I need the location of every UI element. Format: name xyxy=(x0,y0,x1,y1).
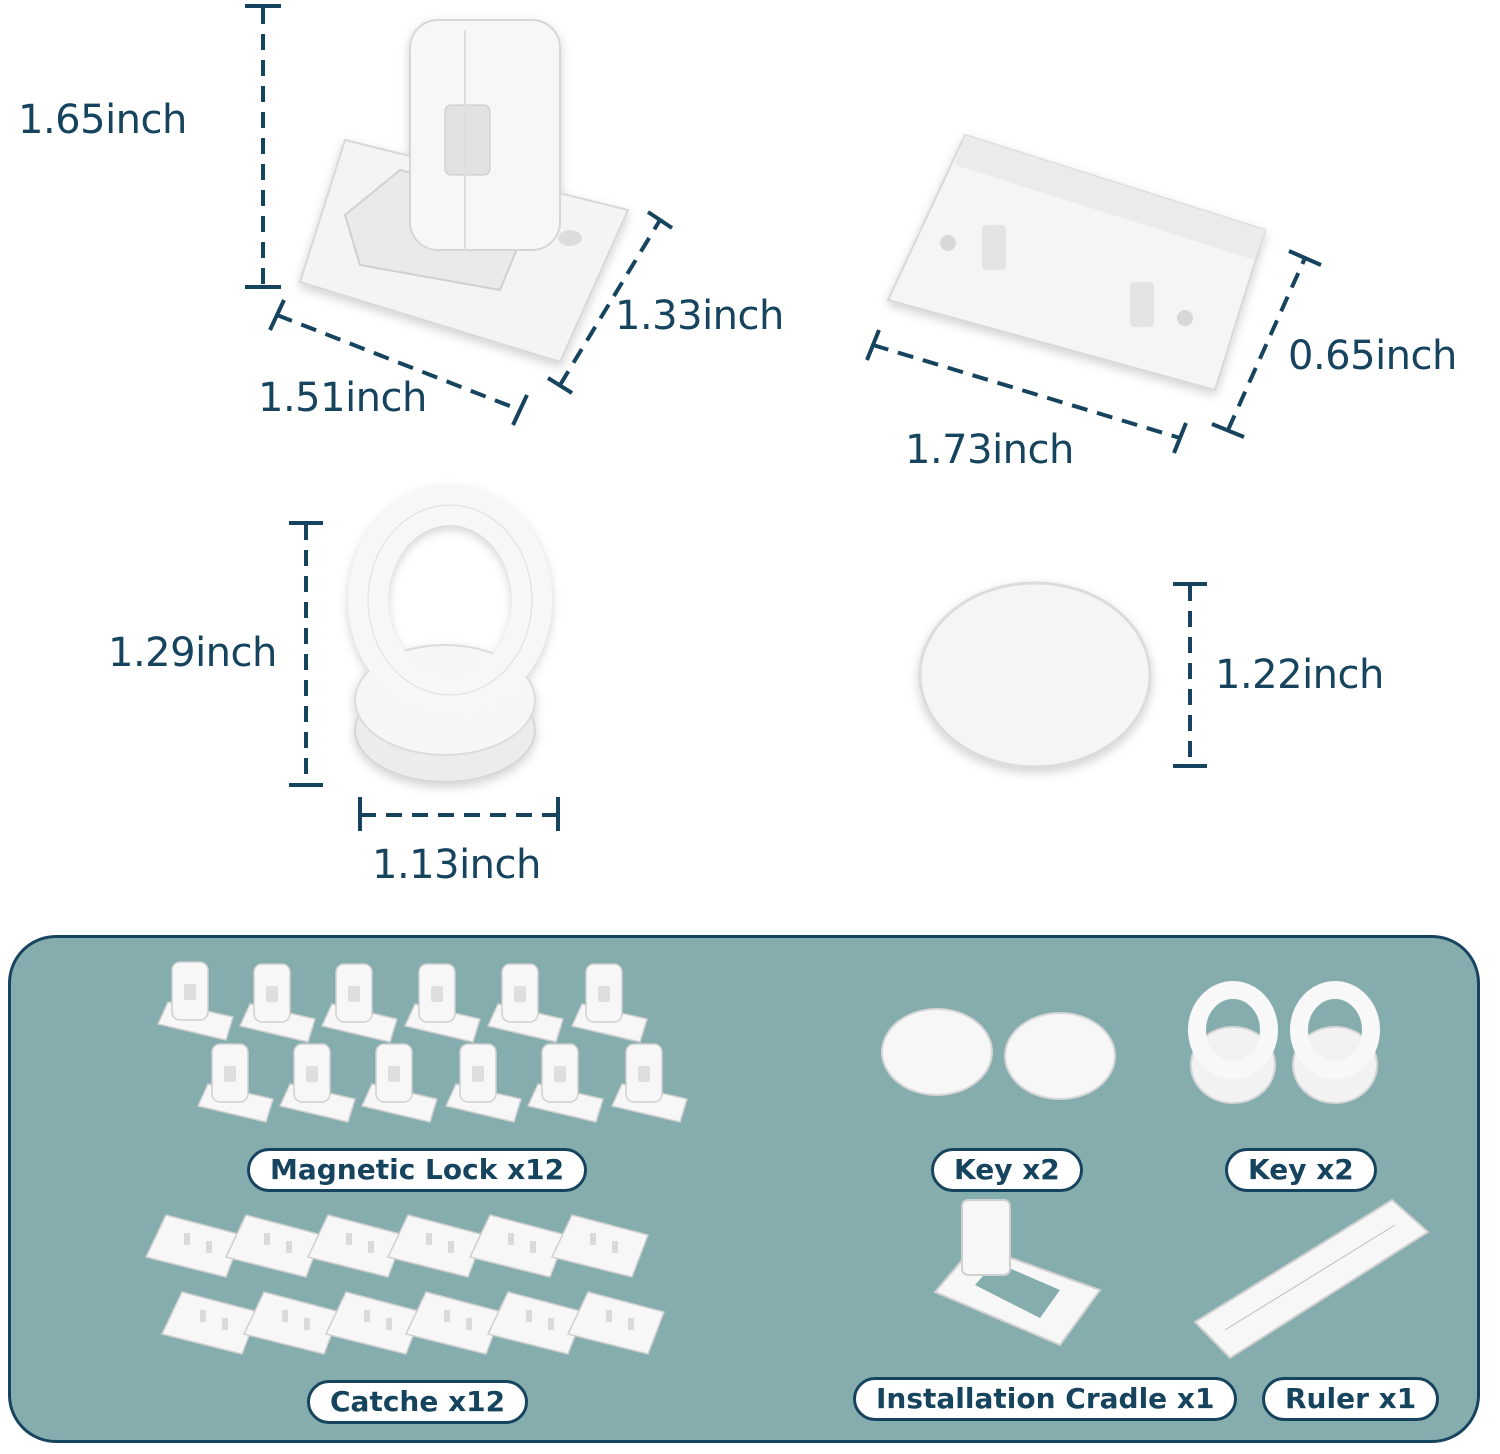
catch-plate-image xyxy=(886,133,1267,392)
disc-diameter-label: 1.22inch xyxy=(1215,652,1384,698)
magnetic-lock-image xyxy=(298,19,630,364)
key-ring-image xyxy=(348,485,552,783)
key-discs-pill: Key x2 xyxy=(931,1148,1083,1192)
key-disc-image xyxy=(918,581,1152,769)
key-rings-pill: Key x2 xyxy=(1225,1148,1377,1192)
ruler-pill: Ruler x1 xyxy=(1262,1377,1440,1421)
installation-cradle-pill: Installation Cradle x1 xyxy=(853,1377,1238,1421)
key-height-label: 1.29inch xyxy=(108,630,277,676)
catch-width-label: 1.73inch xyxy=(905,427,1074,473)
lock-depth-label: 1.33inch xyxy=(615,293,784,339)
dimension-illustrations xyxy=(245,4,1322,831)
lock-width-label: 1.51inch xyxy=(258,375,427,421)
lock-height-label: 1.65inch xyxy=(18,97,187,143)
catch-depth-label: 0.65inch xyxy=(1288,333,1457,379)
key-width-label: 1.13inch xyxy=(372,842,541,888)
magnetic-lock-pill: Magnetic Lock x12 xyxy=(247,1148,588,1192)
dimension-lines xyxy=(245,4,1322,831)
catche-pill: Catche x12 xyxy=(307,1380,529,1424)
